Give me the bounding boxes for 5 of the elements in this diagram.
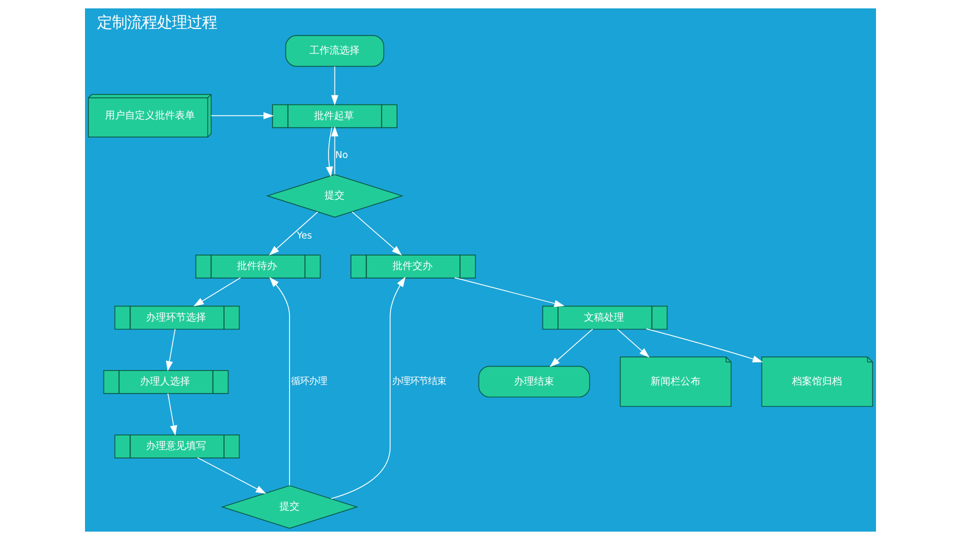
edge-label: Yes xyxy=(296,230,312,242)
edge-label: No xyxy=(334,150,348,162)
edge-label: 循环办理 xyxy=(290,376,327,388)
diagram-title: 定制流程处理过程 xyxy=(96,13,217,32)
edge-label: 办理环节结束 xyxy=(392,376,446,388)
